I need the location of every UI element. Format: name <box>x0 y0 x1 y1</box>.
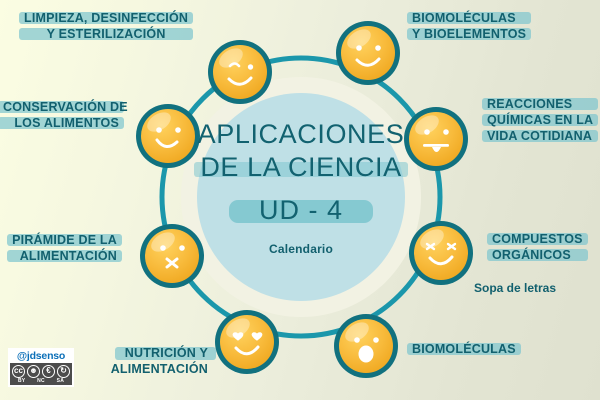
node-bubble-biomoleculas[interactable] <box>334 314 398 378</box>
label-nutricion[interactable]: NUTRICIÓN Y ALIMENTACIÓN <box>103 345 216 377</box>
label-reacciones-line-2: QUÍMICAS EN LA <box>487 113 594 127</box>
label-piramide-line-1: PIRÁMIDE DE LA <box>12 233 117 247</box>
label-compuestos[interactable]: COMPUESTOS ORGÁNICOS <box>487 231 588 263</box>
node-bubble-conservacion[interactable] <box>136 104 200 168</box>
label-reacciones-line-3: VIDA COTIDIANA <box>487 129 593 143</box>
label-biomoleculas[interactable]: BIOMOLÉCULAS <box>407 341 521 357</box>
node-bubble-piramide[interactable] <box>140 224 204 288</box>
label-compuestos-line-2: ORGÁNICOS <box>492 248 571 262</box>
page-title-line-2: DE LA CIENCIA <box>186 151 416 184</box>
cc-term-by: BY <box>17 377 26 384</box>
node-bubble-biomoleculas-bioelementos[interactable] <box>336 21 400 85</box>
node-bubble-reacciones[interactable] <box>404 107 468 171</box>
label-conservacion-line-2: LOS ALIMENTOS <box>14 116 119 130</box>
cc-term-sa: SA <box>56 377 65 384</box>
center-content: APLICACIONES DE LA CIENCIA UD - 4 Calend… <box>186 118 416 256</box>
cc-icon: cc <box>12 364 25 378</box>
license-badge[interactable]: @jdsenso cc ☻ € ↻ BY NC SA <box>8 348 74 387</box>
label-reacciones[interactable]: REACCIONES QUÍMICAS EN LA VIDA COTIDIANA <box>481 96 599 144</box>
sublabel-sopa-de-letras: Sopa de letras <box>474 281 557 295</box>
cc-nc-icon: € <box>42 364 55 378</box>
label-piramide-line-2: ALIMENTACIÓN <box>19 249 117 263</box>
label-piramide[interactable]: PIRÁMIDE DE LA ALIMENTACIÓN <box>7 232 122 264</box>
center-disc-inner <box>197 93 405 301</box>
label-limpieza-line-1: LIMPIEZA, DESINFECCIÓN <box>24 11 189 25</box>
label-nutricion-line-1: NUTRICIÓN Y <box>124 346 208 360</box>
label-biomoleculas-bioelementos-line-1: BIOMOLÉCULAS <box>412 11 516 25</box>
page-title: APLICACIONES DE LA CIENCIA <box>186 118 416 184</box>
label-limpieza-line-2: Y ESTERILIZACIÓN <box>46 27 166 41</box>
cc-terms-row: BY NC SA <box>10 377 72 385</box>
label-reacciones-line-1: REACCIONES <box>487 97 573 111</box>
cc-term-nc: NC <box>37 377 45 384</box>
center-subtitle[interactable]: Calendario <box>268 242 333 256</box>
connector-ring <box>159 55 443 339</box>
label-nutricion-line-2: ALIMENTACIÓN <box>110 362 208 376</box>
label-limpieza[interactable]: LIMPIEZA, DESINFECCIÓN Y ESTERILIZACIÓN <box>18 10 194 42</box>
page-title-line-1: APLICACIONES <box>197 119 405 149</box>
label-biomoleculas-line-1: BIOMOLÉCULAS <box>412 342 516 356</box>
node-bubble-nutricion[interactable] <box>215 310 279 374</box>
cc-icon-row: cc ☻ € ↻ <box>10 363 72 378</box>
label-conservacion[interactable]: CONSERVACIÓN DE LOS ALIMENTOS <box>0 99 128 131</box>
unit-badge: UD - 4 <box>228 194 374 226</box>
node-bubble-limpieza[interactable] <box>208 40 272 104</box>
label-conservacion-line-1: CONSERVACIÓN DE <box>3 100 128 114</box>
label-biomoleculas-bioelementos[interactable]: BIOMOLÉCULAS Y BIOELEMENTOS <box>406 10 532 42</box>
node-bubble-compuestos[interactable] <box>409 221 473 285</box>
label-compuestos-line-1: COMPUESTOS <box>492 232 583 246</box>
author-handle: @jdsenso <box>16 350 66 362</box>
label-biomoleculas-bioelementos-line-2: Y BIOELEMENTOS <box>412 27 527 41</box>
cc-sa-icon: ↻ <box>57 364 70 378</box>
cc-by-icon: ☻ <box>27 364 40 378</box>
